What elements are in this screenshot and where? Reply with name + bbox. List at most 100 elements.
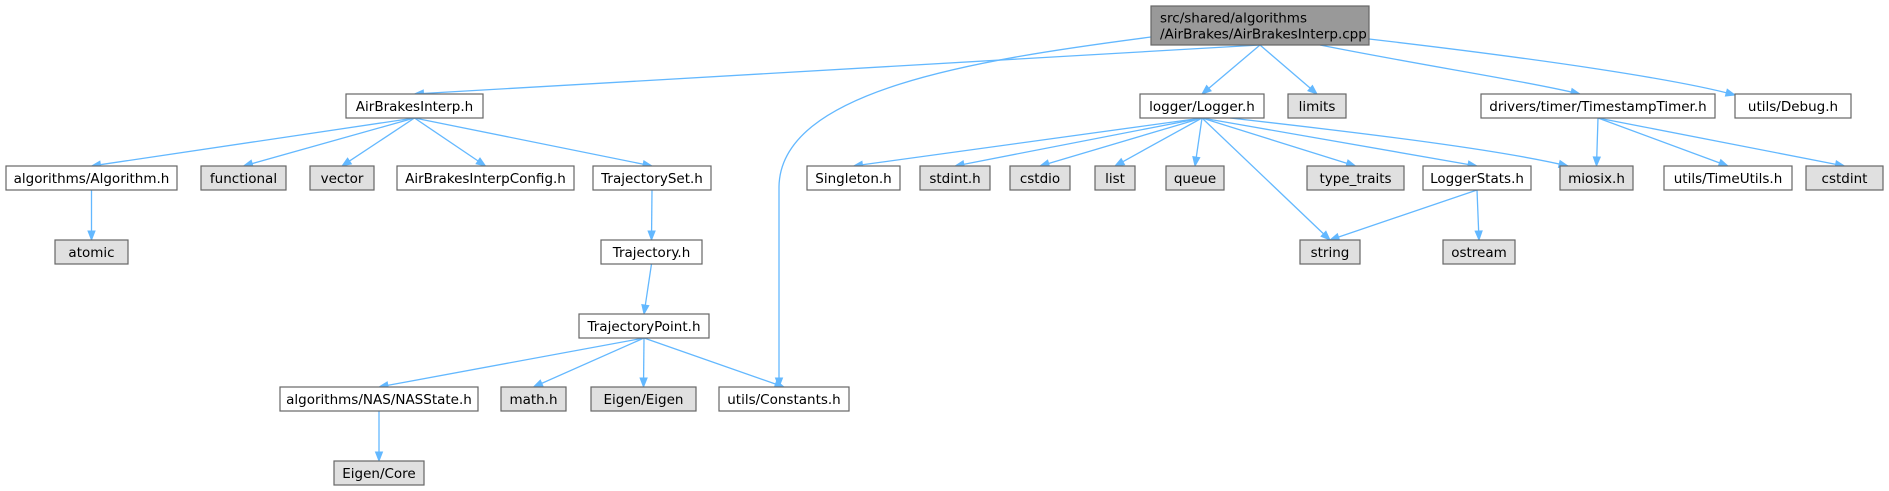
edge-n_lstats-to-n_ostream	[1474, 189, 1483, 242]
node-box	[1559, 165, 1634, 191]
edge-line	[1201, 117, 1325, 235]
node-box	[500, 386, 567, 412]
edge-root-to-n_debug-arrowhead	[1724, 88, 1737, 97]
node-timeutils[interactable]: utils/TimeUtils.h	[1663, 165, 1793, 191]
node-label: utils/Debug.h	[1748, 99, 1838, 115]
edges-layer	[87, 36, 1846, 463]
node-box	[1150, 5, 1370, 46]
node-label: functional	[210, 171, 277, 187]
node-box	[200, 165, 287, 191]
edge-line	[1259, 44, 1312, 90]
node-limits[interactable]: limits	[1287, 93, 1347, 119]
node-label: drivers/timer/TimestampTimer.h	[1489, 99, 1706, 115]
edge-n_tpoint-to-n_const	[643, 337, 786, 388]
edge-n_nas-to-n_eigencore	[374, 411, 384, 463]
edge-line	[540, 337, 645, 385]
node-abic[interactable]: AirBrakesInterpConfig.h	[396, 165, 575, 191]
edge-line	[962, 117, 1203, 166]
node-box	[718, 386, 850, 412]
edge-n_logger-to-n_singleton	[852, 117, 1203, 169]
node-abi[interactable]: AirBrakesInterp.h	[345, 93, 484, 119]
edge-line	[386, 337, 645, 387]
edge-n_timer-to-n_timeutils-arrowhead	[1717, 158, 1730, 167]
node-lstats[interactable]: LoggerStats.h	[1422, 165, 1532, 191]
node-nas[interactable]: algorithms/NAS/NASState.h	[279, 386, 479, 412]
node-box	[1009, 165, 1071, 191]
node-vector[interactable]: vector	[309, 165, 375, 191]
node-label: AirBrakesInterpConfig.h	[405, 171, 566, 187]
edge-n_timer-to-n_miosix	[1592, 117, 1602, 168]
node-box	[919, 165, 991, 191]
node-box	[1299, 239, 1361, 265]
edge-line	[1207, 44, 1261, 90]
edge-line	[1596, 117, 1599, 159]
edge-line	[1597, 117, 1721, 164]
node-label: vector	[321, 171, 364, 187]
node-label: cstdio	[1020, 171, 1060, 187]
node-tpoint[interactable]: TrajectoryPoint.h	[578, 313, 710, 339]
node-math[interactable]: math.h	[500, 386, 567, 412]
edge-root-to-n_limits	[1259, 44, 1319, 95]
node-label: list	[1105, 171, 1125, 187]
node-label: miosix.h	[1568, 171, 1625, 187]
edge-line	[422, 44, 1261, 95]
edge-n_traj-to-n_tpoint	[641, 263, 653, 316]
edge-n_logger-to-n_queue-arrowhead	[1192, 155, 1201, 168]
edge-root-to-n_limits-arrowhead	[1307, 84, 1319, 95]
node-box	[590, 386, 697, 412]
edge-line	[778, 36, 1152, 380]
node-miosix[interactable]: miosix.h	[1559, 165, 1634, 191]
node-label: algorithms/Algorithm.h	[14, 171, 170, 187]
node-cstdio[interactable]: cstdio	[1009, 165, 1071, 191]
node-atomic[interactable]: atomic	[54, 239, 129, 265]
node-label: AirBrakesInterp.h	[356, 99, 473, 115]
edge-n_tset-to-n_traj-arrowhead	[647, 230, 656, 242]
edge-line	[1195, 117, 1203, 159]
edge-n_abi-to-n_abic-arrowhead	[475, 157, 487, 167]
node-eigen[interactable]: Eigen/Eigen	[590, 386, 697, 412]
node-label: src/shared/algorithms	[1160, 11, 1307, 27]
node-eigencore[interactable]: Eigen/Core	[333, 460, 425, 486]
node-box	[1306, 165, 1405, 191]
node-label: logger/Logger.h	[1149, 99, 1255, 115]
node-list[interactable]: list	[1094, 165, 1136, 191]
node-box	[1663, 165, 1793, 191]
node-ostream[interactable]: ostream	[1442, 239, 1516, 265]
node-box	[1805, 165, 1884, 191]
node-box	[1442, 239, 1516, 265]
node-root[interactable]: src/shared/algorithms/AirBrakes/AirBrake…	[1150, 5, 1370, 46]
node-label: Eigen/Eigen	[604, 392, 684, 408]
edge-root-to-n_const	[774, 36, 1152, 389]
node-queue[interactable]: queue	[1165, 165, 1225, 191]
node-traj[interactable]: Trajectory.h	[600, 239, 703, 265]
edge-n_alg-to-n_atomic	[87, 190, 96, 242]
node-debug[interactable]: utils/Debug.h	[1734, 93, 1852, 119]
edge-n_traj-to-n_tpoint-arrowhead	[641, 303, 650, 316]
node-label: TrajectorySet.h	[600, 171, 703, 187]
node-label: utils/Constants.h	[727, 392, 841, 408]
node-stdint[interactable]: stdint.h	[919, 165, 991, 191]
node-cstdint[interactable]: cstdint	[1805, 165, 1884, 191]
node-singleton[interactable]: Singleton.h	[806, 165, 901, 191]
node-label: ostream	[1451, 245, 1507, 261]
node-functional[interactable]: functional	[200, 165, 287, 191]
node-const[interactable]: utils/Constants.h	[718, 386, 850, 412]
edge-line	[1121, 117, 1203, 163]
node-label: utils/TimeUtils.h	[1674, 171, 1783, 187]
node-box	[1287, 93, 1347, 119]
node-alg[interactable]: algorithms/Algorithm.h	[5, 165, 178, 191]
edge-n_logger-to-n_string	[1201, 117, 1331, 241]
edge-n_timer-to-n_timeutils	[1597, 117, 1730, 167]
edge-n_abi-to-n_functional	[242, 117, 415, 168]
node-box	[333, 460, 425, 486]
nodes-layer: src/shared/algorithms/AirBrakes/AirBrake…	[5, 5, 1884, 486]
node-timer[interactable]: drivers/timer/TimestampTimer.h	[1480, 93, 1716, 119]
edge-line	[1337, 189, 1478, 239]
node-box	[54, 239, 129, 265]
node-typetraits[interactable]: type_traits	[1306, 165, 1405, 191]
node-logger[interactable]: logger/Logger.h	[1139, 93, 1265, 119]
node-box	[806, 165, 901, 191]
edge-root-to-n_debug	[1368, 38, 1737, 97]
node-string[interactable]: string	[1299, 239, 1361, 265]
node-tset[interactable]: TrajectorySet.h	[592, 165, 712, 191]
